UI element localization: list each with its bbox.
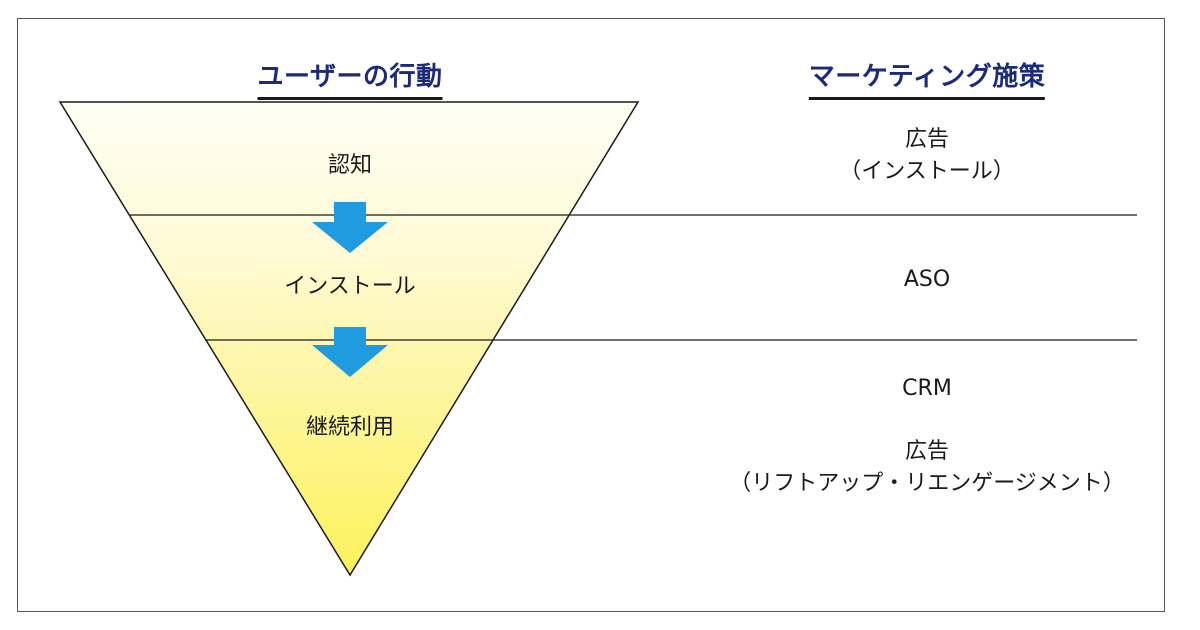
tactic-ads-install-line1: 広告 [904,127,949,152]
heading-marketing: マーケティング施策 [808,56,1046,100]
tactic-crm: CRM [902,373,952,405]
tactic-ads-install: 広告 （インストール） [839,124,1015,188]
tactic-crm-label: CRM [902,376,952,401]
tactic-ads-reengagement-line1: 広告 [904,439,949,464]
stage-retention: 継続利用 [305,415,395,440]
stage-awareness: 認知 [327,153,373,178]
diagram-frame [17,18,1165,612]
tactic-ads-reengagement: 広告 （リフトアップ・リエンゲージメント） [729,436,1125,500]
down-arrow-icon [312,202,388,253]
tactic-ads-reengagement-line2: （リフトアップ・リエンゲージメント） [729,471,1125,496]
down-arrow-icon [312,327,388,377]
tactic-aso-label: ASO [903,267,951,292]
tactic-ads-install-line2: （インストール） [839,159,1015,184]
stage-install: インストール [284,274,416,299]
heading-user-behavior: ユーザーの行動 [257,56,443,100]
tactic-aso: ASO [904,264,950,296]
